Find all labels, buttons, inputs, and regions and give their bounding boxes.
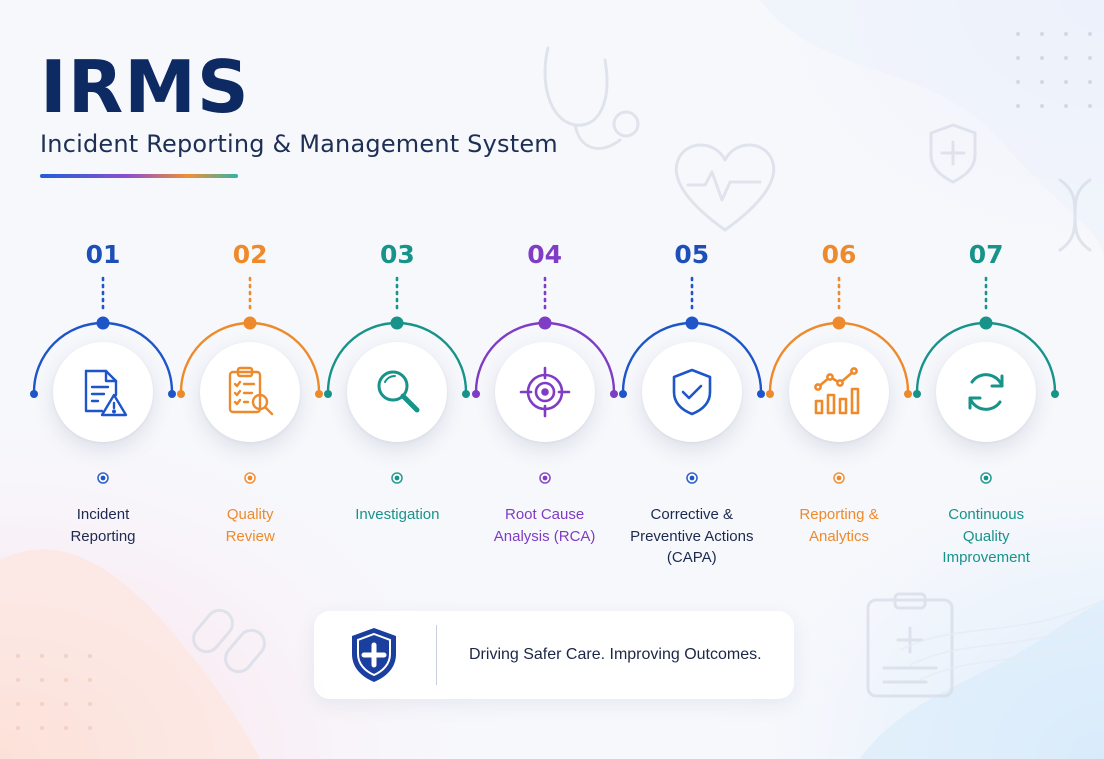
arc-top-node: [390, 316, 404, 330]
step-number: 07: [968, 240, 1004, 269]
arc-end-node: [177, 390, 186, 398]
refresh-cycle-icon: [936, 342, 1037, 442]
arc-end-node: [471, 390, 480, 398]
tagline-divider: [436, 625, 437, 685]
label-marker-dot: [836, 475, 842, 481]
step-label: Investigation: [355, 506, 440, 523]
step-number: 06: [821, 240, 857, 269]
header: IRMS Incident Reporting & Management Sys…: [40, 48, 558, 178]
label-marker-dot: [689, 475, 695, 481]
arc-end-node: [1051, 390, 1060, 398]
step-connector: [618, 276, 765, 484]
step-number: 04: [527, 240, 562, 269]
arc-end-node: [618, 390, 627, 398]
tagline-text: Driving Safer Care. Improving Outcomes.: [469, 646, 762, 663]
step-connector: [324, 276, 471, 484]
page-title: IRMS: [40, 45, 250, 129]
label-marker-dot: [394, 475, 400, 481]
arc-end-node: [30, 390, 38, 398]
arc-end-node: [766, 390, 774, 398]
step-label: Reporting & Analytics: [799, 506, 879, 545]
arc-top-node: [979, 316, 993, 330]
arc-end-node: [315, 390, 324, 398]
title-underline: [40, 174, 238, 178]
arc-end-node: [904, 390, 912, 398]
arc-end-node: [324, 390, 333, 398]
step-number: 02: [232, 240, 268, 269]
step-number: 01: [85, 240, 121, 269]
shield-check-icon: [641, 342, 742, 442]
medical-shield-icon: [352, 628, 396, 682]
step-label: Root Cause Analysis (RCA): [493, 506, 596, 545]
target-icon: [494, 342, 595, 442]
label-marker-dot: [542, 475, 547, 481]
arc-end-node: [609, 390, 618, 398]
step-number: 03: [379, 240, 415, 269]
chart-icon: [789, 342, 889, 442]
step-connector: [471, 276, 618, 484]
step-label: Continuous Quality Improvement: [942, 506, 1030, 566]
label-marker-dot: [100, 475, 106, 481]
arc-top-node: [243, 316, 257, 330]
label-marker-dot: [247, 475, 253, 481]
arc-top-node: [538, 316, 552, 330]
arc-top-node: [685, 316, 699, 330]
arc-end-node: [462, 390, 471, 398]
step-label: Corrective & Preventive Actions (CAPA): [630, 506, 754, 566]
document-warning-icon: [53, 342, 153, 442]
step-connector: [177, 276, 324, 484]
step-label: Quality Review: [225, 506, 275, 545]
step-label: Incident Reporting: [70, 506, 136, 545]
label-marker-dot: [983, 475, 989, 481]
arc-end-node: [913, 390, 922, 398]
arc-top-node: [96, 316, 110, 330]
step-connector: [766, 276, 912, 484]
arc-end-node: [756, 390, 765, 398]
tagline-card: Driving Safer Care. Improving Outcomes.: [314, 611, 794, 699]
clipboard-search-icon: [200, 342, 301, 442]
arc-top-node: [832, 316, 846, 330]
step-connector: [913, 276, 1060, 484]
arc-end-node: [168, 390, 176, 398]
page-subtitle: Incident Reporting & Management System: [40, 130, 558, 158]
magnifier-icon: [347, 342, 448, 442]
step-connector: [30, 276, 176, 484]
step-number: 05: [674, 240, 710, 269]
